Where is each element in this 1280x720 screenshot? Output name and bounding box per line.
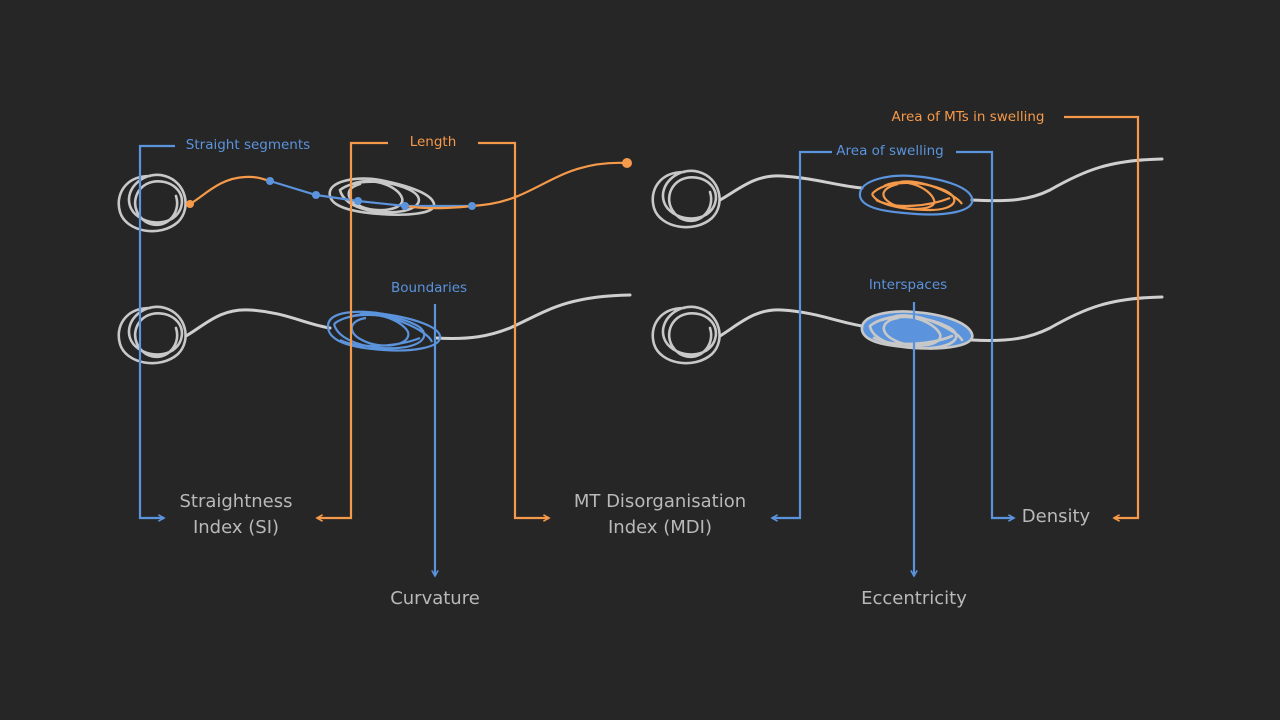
orange-endpoint-right [622, 158, 632, 168]
output-curvature: Curvature [390, 588, 480, 609]
label-straight-segments: Straight segments [186, 137, 310, 153]
cell-body-tangle-top-left [117, 173, 187, 233]
output-eccentricity: Eccentricity [861, 588, 967, 609]
output-density: Density [1022, 506, 1091, 527]
label-area-of-swelling: Area of swelling [836, 143, 943, 159]
output-straightness-line1: Straightness [179, 491, 292, 512]
swelling-tangle-top-left [328, 177, 436, 216]
segment-nodes [266, 177, 476, 210]
label-area-of-mts-in-swelling: Area of MTs in swelling [891, 109, 1044, 125]
orange-length-curve-right [404, 161, 628, 210]
connector-swelling-to-density [956, 150, 1014, 518]
label-length: Length [410, 134, 457, 150]
orange-endpoint-left [186, 200, 194, 208]
interspaces-tangle [860, 310, 974, 350]
connector-length-to-mdi [478, 141, 549, 518]
output-mdi-line2: Index (MDI) [608, 517, 712, 538]
grey-axon-bottom-left [184, 308, 332, 338]
straight-segments-polyline [269, 179, 472, 208]
connector-swelling-to-mdi [772, 150, 832, 518]
grey-axon-top-right-tail [970, 157, 1164, 203]
cell-body-tangle-top-right [651, 169, 721, 229]
boundaries-tangle [326, 310, 442, 352]
connector-length-to-si [317, 141, 388, 518]
cell-body-tangle-bottom-right [651, 305, 721, 365]
connector-mts-area-to-density [1064, 115, 1140, 518]
cell-body-tangle-bottom-left [117, 305, 187, 365]
label-boundaries: Boundaries [391, 280, 467, 296]
orange-length-curve-left [189, 175, 271, 205]
output-straightness-line2: Index (SI) [193, 517, 279, 538]
connector-straight-segments-to-si [138, 144, 175, 518]
swelling-area-tangle [858, 174, 974, 216]
output-mdi-line1: MT Disorganisation [574, 491, 746, 512]
grey-axon-bottom-right [718, 308, 864, 338]
label-interspaces: Interspaces [869, 277, 947, 293]
grey-axon-bottom-left-tail [434, 293, 632, 340]
grey-axon-top-right [718, 174, 864, 202]
grey-axon-bottom-right-tail [970, 295, 1164, 342]
